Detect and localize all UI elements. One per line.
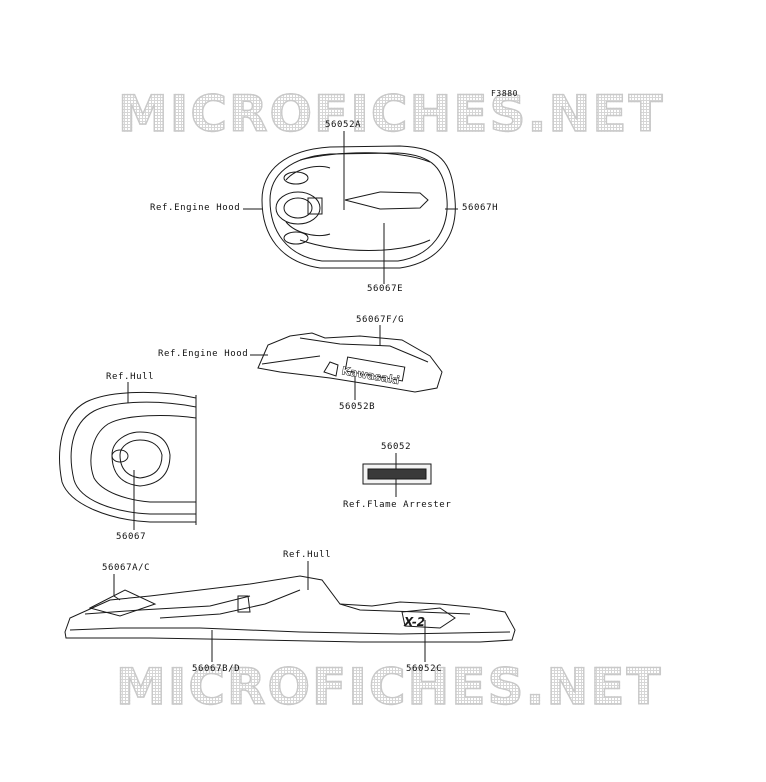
label-ref-hull-1: Ref.Hull (106, 372, 155, 382)
decal-brand-text: Kawasaki (341, 364, 401, 387)
label-56067FG: 56067F/G (356, 315, 405, 325)
label-ref-hull-2: Ref.Hull (283, 550, 332, 560)
label-56067E: 56067E (367, 284, 404, 294)
label-ref-engine-hood-2: Ref.Engine Hood (158, 349, 249, 359)
hull-side-view (64, 575, 516, 643)
label-56052B: 56052B (339, 402, 376, 412)
leader-56067AC (113, 574, 121, 601)
label-56067BD: 56067B/D (192, 664, 241, 674)
label-ref-engine-hood-1: Ref.Engine Hood (150, 203, 241, 213)
label-56067H: 56067H (462, 203, 499, 213)
flame-arrester-decal (362, 463, 432, 485)
figure-code: F3880 (491, 89, 519, 98)
watermark-top: MICROFICHES.NET (117, 84, 665, 144)
label-56052A: 56052A (325, 120, 362, 130)
label-56052C: 56052C (406, 664, 443, 674)
hull-rear-view (59, 391, 197, 525)
engine-hood-top-view (261, 145, 456, 269)
label-56067: 56067 (116, 532, 147, 542)
engine-hood-side-view (257, 332, 443, 393)
watermark-bottom: MICROFICHES.NET (115, 657, 663, 717)
label-56067AC: 56067A/C (102, 563, 151, 573)
decal-model-text: X-2 (403, 615, 425, 629)
label-56052: 56052 (381, 442, 412, 452)
label-ref-flame-arrester: Ref.Flame Arrester (343, 500, 452, 510)
